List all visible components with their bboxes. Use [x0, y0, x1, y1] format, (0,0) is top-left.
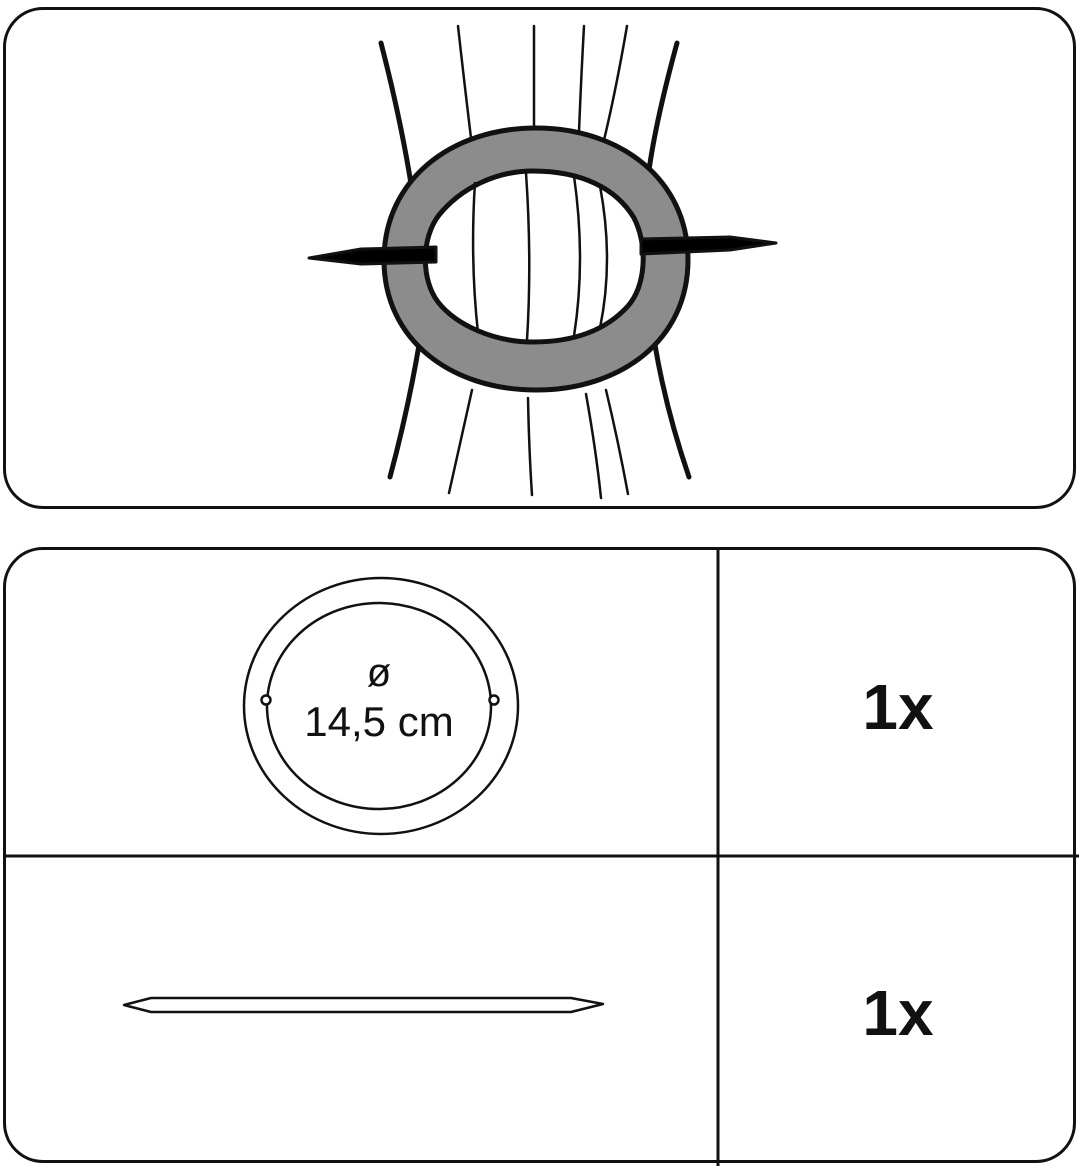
ring-notch-left — [260, 694, 272, 706]
stick-quantity: 1x — [862, 977, 934, 1049]
ring-notch-right — [488, 694, 500, 706]
curtain-fold-line — [602, 24, 629, 142]
curtain-holdback-illustration — [307, 24, 778, 500]
curtain-fold-line — [456, 24, 473, 140]
parts-panel: ø 14,5 cm 1x 1x — [3, 547, 1079, 1166]
ring-inner-edge — [265, 601, 493, 811]
ring-part-icon — [242, 576, 520, 836]
parts-table-grid — [6, 550, 1079, 1166]
curtain-fold-line — [447, 388, 474, 495]
ring-icon — [381, 125, 691, 393]
curtain-fold-inside — [471, 172, 609, 341]
diameter-value: 14,5 cm — [304, 698, 454, 745]
stick-left-end — [307, 245, 438, 266]
stick-part-icon — [122, 996, 605, 1014]
curtain-fold-line — [577, 24, 586, 134]
curtain-folds — [378, 24, 692, 500]
stick-right-end — [639, 235, 778, 256]
ring-outer-edge — [242, 576, 520, 836]
stick-icon — [307, 235, 778, 266]
ring-quantity: 1x — [862, 671, 934, 743]
curtain-edge-right-top — [646, 40, 680, 173]
ring-shape — [381, 125, 691, 393]
curtain-edge-right-bottom — [652, 342, 692, 480]
illustration-panel — [3, 7, 1076, 509]
curtain-edge-left-top — [378, 40, 415, 193]
curtain-fold-line — [584, 392, 603, 500]
curtain-fold-line — [604, 388, 630, 496]
curtain-edge-left-bottom — [387, 342, 422, 480]
diameter-symbol: ø — [366, 651, 392, 695]
curtain-fold-line — [526, 396, 534, 497]
